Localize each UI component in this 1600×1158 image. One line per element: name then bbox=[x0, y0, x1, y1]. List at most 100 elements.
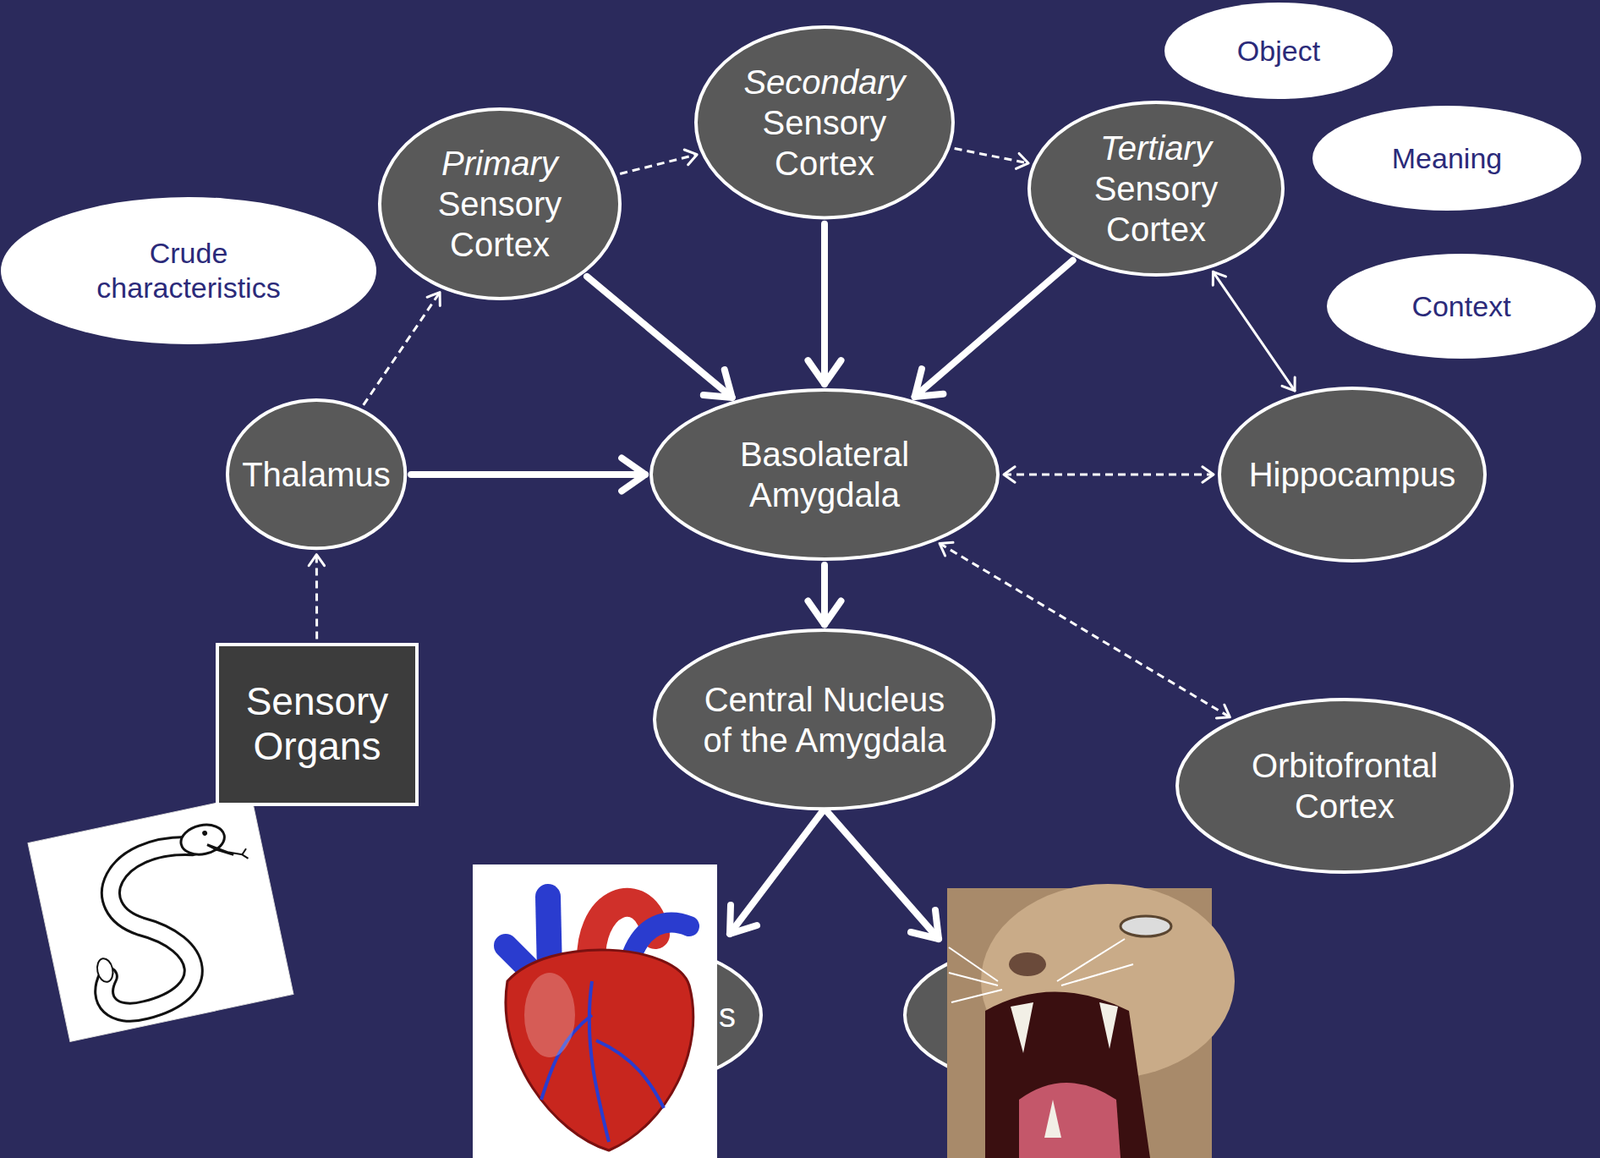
cougar-mouth bbox=[985, 991, 1151, 1158]
solid-arrow bbox=[410, 457, 646, 491]
partial-label: s bbox=[718, 994, 736, 1036]
arrow-head bbox=[807, 600, 841, 625]
snake-tongue bbox=[228, 848, 248, 862]
node-label: Object bbox=[1237, 33, 1321, 69]
dashed-arrow bbox=[619, 149, 697, 174]
node-label: Sensory Organs bbox=[228, 679, 406, 769]
picture-frame bbox=[472, 864, 718, 1158]
arrow-head bbox=[427, 292, 440, 307]
arrow-line bbox=[410, 471, 646, 478]
brain-region-ellipse: Thalamus bbox=[224, 397, 408, 551]
arrow-head bbox=[915, 368, 944, 397]
ellipse-shape bbox=[379, 109, 620, 299]
ellipse-shape bbox=[0, 197, 377, 345]
arrow-head bbox=[1202, 466, 1214, 483]
ellipse-shape bbox=[227, 400, 406, 548]
arrow-head bbox=[1212, 271, 1226, 285]
heart-highlight bbox=[524, 972, 576, 1058]
annotation-ellipse: Object bbox=[1163, 1, 1394, 100]
node-label: Basolateral Amygdala bbox=[697, 433, 952, 516]
node-label: Central Nucleus of the Amygdala bbox=[690, 679, 958, 761]
box-shape bbox=[217, 644, 417, 805]
brain-region-ellipse: Secondary Sensory Cortex bbox=[693, 24, 956, 220]
brain-region-ellipse: Orbitofrontal Cortex bbox=[1174, 696, 1515, 875]
node-label: Orbitofrontal Cortex bbox=[1221, 745, 1468, 827]
annotation-ellipse: Crude characteristics bbox=[0, 196, 378, 346]
node-outline bbox=[652, 627, 997, 811]
output-arrow bbox=[729, 808, 939, 939]
ellipse-shape bbox=[654, 630, 994, 809]
snake-body bbox=[76, 841, 225, 1018]
arrow-line bbox=[821, 224, 828, 384]
annotation-ellipse: Meaning bbox=[1311, 104, 1583, 212]
solid-arrow bbox=[807, 564, 841, 625]
ellipse-shape bbox=[1312, 105, 1582, 211]
node-outline bbox=[1174, 696, 1515, 875]
ellipse-shape bbox=[1326, 253, 1596, 359]
snake-head bbox=[178, 821, 228, 859]
cougar-tongue bbox=[1019, 1082, 1121, 1158]
arrow-head bbox=[939, 542, 954, 556]
node-outline bbox=[0, 196, 378, 346]
node-label: Meaning bbox=[1391, 141, 1502, 176]
arrow-line bbox=[363, 292, 440, 406]
cougar-picture bbox=[947, 883, 1235, 1158]
annotation-ellipse: Context bbox=[1326, 252, 1597, 360]
node-label: Secondary Sensory Cortex bbox=[743, 61, 905, 184]
snake-mouth bbox=[207, 839, 234, 860]
ellipse-shape bbox=[1164, 2, 1393, 99]
cougar-whiskers bbox=[948, 938, 1134, 1003]
brain-region-ellipse: Tertiary Sensory Cortex bbox=[1026, 99, 1286, 278]
sensory-box: Sensory Organs bbox=[215, 642, 419, 806]
node-label: Crude characteristics bbox=[61, 235, 316, 306]
solid-arrow bbox=[586, 276, 733, 398]
arrow-head bbox=[1015, 153, 1029, 169]
dashed-arrow bbox=[363, 292, 441, 406]
arrow-line bbox=[586, 276, 733, 398]
brain-region-ellipse: Primary Sensory Cortex bbox=[377, 106, 623, 302]
brain-region-ellipse: Central Nucleus of the Amygdala bbox=[652, 627, 997, 811]
arrow-line bbox=[915, 260, 1074, 397]
dashed-arrow bbox=[1003, 466, 1214, 483]
node-label: Primary Sensory Cortex bbox=[438, 142, 563, 265]
arrow-head bbox=[621, 457, 646, 491]
solid-arrow bbox=[807, 224, 841, 384]
arrow-head bbox=[807, 360, 841, 384]
output-arrow-line bbox=[824, 808, 939, 939]
ellipse-shape bbox=[1219, 388, 1485, 561]
heart-picture bbox=[472, 864, 718, 1158]
arrow-head bbox=[308, 554, 324, 566]
node-label: Hippocampus bbox=[1249, 454, 1457, 495]
node-label: Tertiary Sensory Cortex bbox=[1094, 127, 1219, 250]
snake-eye bbox=[202, 829, 209, 836]
snake-rattle bbox=[95, 956, 116, 983]
arrow-head bbox=[1282, 377, 1295, 391]
dashed-arrow bbox=[954, 148, 1029, 170]
arrow-line bbox=[1003, 473, 1214, 477]
node-outline bbox=[648, 387, 1001, 562]
arrow-head bbox=[684, 149, 697, 165]
ellipse-shape bbox=[695, 27, 954, 218]
arrow-line bbox=[1212, 271, 1295, 391]
node-label: Context bbox=[1411, 289, 1511, 324]
node-label: Thalamus bbox=[241, 454, 391, 495]
heart-body bbox=[505, 949, 694, 1151]
ellipse-shape bbox=[1029, 102, 1283, 275]
output-arrow-line bbox=[729, 808, 825, 934]
arrow-head bbox=[1216, 704, 1230, 718]
cougar-eye bbox=[1120, 915, 1172, 937]
arrow-line bbox=[619, 154, 697, 175]
snake-body-outline bbox=[76, 841, 225, 1018]
dashed-arrow bbox=[308, 554, 324, 640]
output-arrow-head bbox=[910, 909, 939, 939]
snake-picture bbox=[27, 795, 294, 1042]
arrow-line bbox=[954, 148, 1029, 164]
solid-arrow bbox=[915, 260, 1074, 397]
cougar-fang bbox=[1010, 1002, 1118, 1138]
arrow-head bbox=[703, 369, 733, 398]
brain-region-ellipse: Basolateral Amygdala bbox=[648, 387, 1001, 562]
brain-region-ellipse: Hippocampus bbox=[1216, 385, 1488, 564]
picture-frame bbox=[27, 795, 294, 1042]
arrow-head bbox=[1003, 466, 1015, 483]
